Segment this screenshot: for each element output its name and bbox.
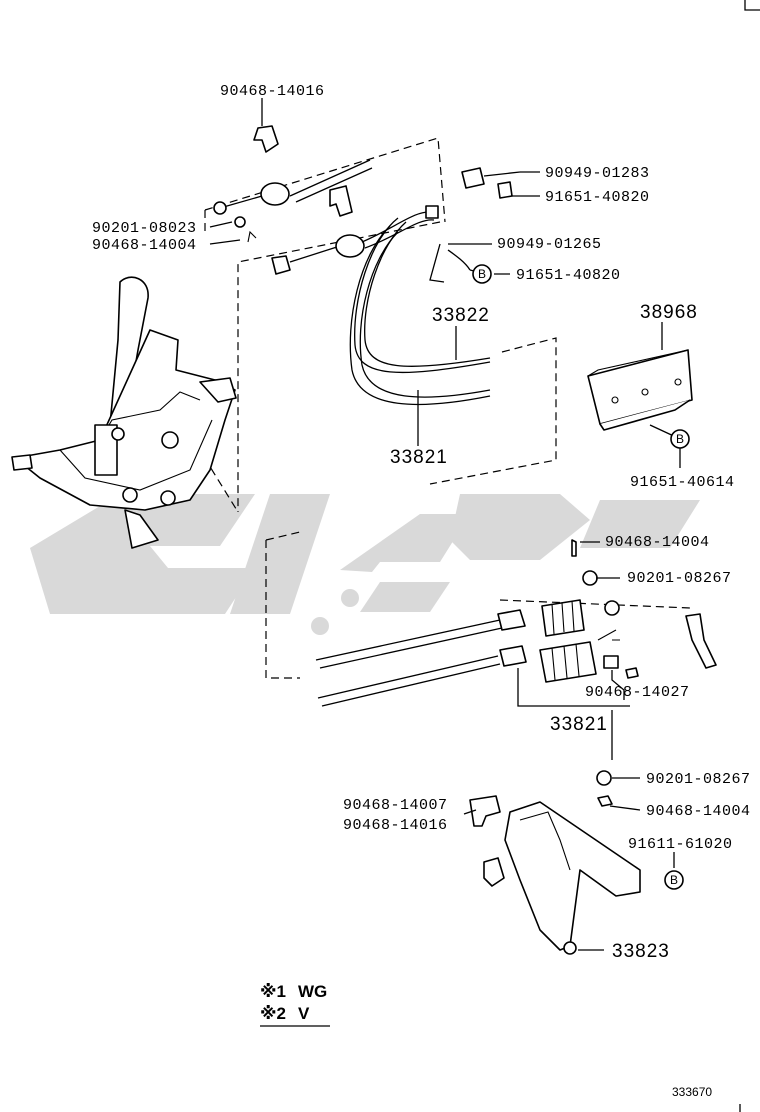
legend-text: V <box>298 1004 310 1023</box>
legend-text: WG <box>298 982 327 1001</box>
legend-symbol: ※1 <box>260 982 286 1001</box>
clip-90949-01265 <box>429 243 471 283</box>
part-label: 91651-40820 <box>545 189 650 206</box>
assembly-boundary-cable <box>429 337 557 485</box>
part-label: 90468-14004 <box>646 803 751 820</box>
svg-text:B: B <box>670 873 678 887</box>
leader-lines <box>209 98 681 951</box>
figure-number: 333670 <box>672 1085 712 1099</box>
lower-cable-ends <box>315 539 717 707</box>
part-label: 90949-01283 <box>545 165 650 182</box>
part-label: 90468-14016 <box>220 83 325 100</box>
svg-text:B: B <box>676 432 684 446</box>
part-label: 33822 <box>432 305 490 326</box>
part-label: 33823 <box>612 941 670 962</box>
svg-text:B: B <box>478 267 486 281</box>
upper-cable-ends <box>213 125 439 275</box>
part-label: 38968 <box>640 302 698 323</box>
assembly-boundary-left <box>169 210 239 513</box>
legend-symbol: ※2 <box>260 1004 286 1023</box>
assembly-boundary-lower <box>265 531 691 679</box>
part-label: 91651-40820 <box>516 267 621 284</box>
part-label: 90201-08023 <box>92 220 197 237</box>
bolt-marker-icon: B <box>670 429 690 449</box>
part-label: 91611-61020 <box>628 836 733 853</box>
part-label: 90468-14007 <box>343 797 448 814</box>
part-label: 90468-14004 <box>92 237 197 254</box>
lever-33823 <box>469 770 641 955</box>
bracket-38968 <box>587 349 693 431</box>
clip-90949-01283 <box>461 167 521 199</box>
corner-mark <box>744 0 760 11</box>
bolt-marker-icon: B <box>664 870 684 890</box>
part-label: 90468-14016 <box>343 817 448 834</box>
part-label: 90949-01265 <box>497 236 602 253</box>
part-label: 90201-08267 <box>627 570 732 587</box>
part-label: 90468-14027 <box>585 684 690 701</box>
legend: ※1 WG ※2 V <box>260 982 330 1027</box>
part-label: 90468-14004 <box>605 534 710 551</box>
bolt-marker-icon: B <box>472 264 492 284</box>
cable-bundle-33822-33821 <box>349 217 491 406</box>
part-label: 90201-08267 <box>646 771 751 788</box>
part-label: 91651-40614 <box>630 474 735 491</box>
part-label: 33821 <box>550 714 608 735</box>
shift-lever-assembly <box>11 276 237 549</box>
part-label: 33821 <box>390 447 448 468</box>
watermark-logo <box>30 494 700 635</box>
